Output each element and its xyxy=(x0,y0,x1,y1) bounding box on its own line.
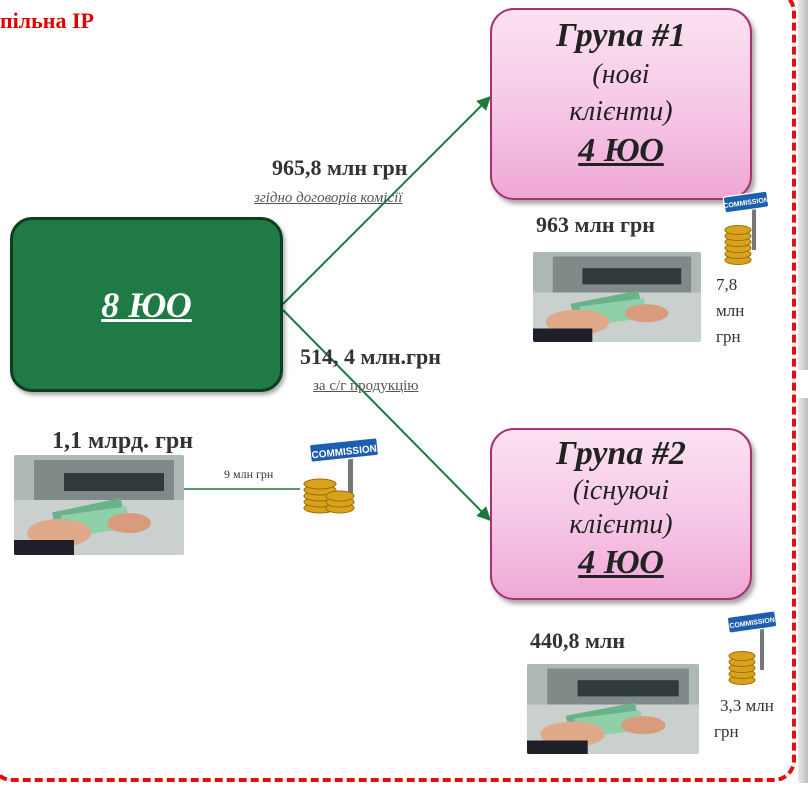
source-commission: 9 млн грн xyxy=(224,467,274,481)
source-label: 8 ЮО xyxy=(101,284,192,325)
arrow-to-group1 xyxy=(282,96,491,305)
source-box: 8 ЮО xyxy=(10,217,283,392)
group2-box: Група #2 (існуючі клієнти) 4 ЮО xyxy=(490,428,752,600)
arrow-to-group2 xyxy=(282,309,491,521)
flow1-note: згідно договорів комісії xyxy=(254,190,403,206)
side-shadow-bottom xyxy=(798,398,808,783)
group1-commission-unit: млн xyxy=(716,301,745,320)
group2-title: Група #2 xyxy=(556,435,686,472)
group2-line1: (існуючі xyxy=(572,475,670,506)
commission-coins-icon: COMMISSION xyxy=(296,436,382,523)
source-cash-amount: 1,1 млрд. грн xyxy=(52,428,194,454)
flow2-amount: 514, 4 млн.грн xyxy=(300,344,441,369)
flow1-amount: 965,8 млн грн xyxy=(272,155,408,180)
commission-coins-icon-group1: COMMISSION xyxy=(718,190,770,273)
atm-cash-photo-group1 xyxy=(533,252,701,342)
group2-cash-amount: 440,8 млн xyxy=(530,628,626,653)
group1-count: 4 ЮО xyxy=(578,132,664,169)
flow2-note: за с/г продукцію xyxy=(313,378,419,394)
group2-commission: 3,3 млн грн xyxy=(714,693,774,745)
group2-count: 4 ЮО xyxy=(578,544,664,581)
atm-cash-photo xyxy=(14,455,184,555)
group1-line2: клієнти) xyxy=(569,96,673,127)
commission-coins-icon-group2: COMMISSION xyxy=(722,610,780,693)
group2-line2: клієнти) xyxy=(569,509,673,540)
diagram-title: пільна ІР xyxy=(0,8,94,33)
side-shadow-top xyxy=(798,0,808,370)
group1-commission-value: 7,8 xyxy=(716,275,738,294)
group1-title: Група #1 xyxy=(556,17,686,54)
group2-commission-currency: грн xyxy=(714,722,739,741)
group2-commission-value: 3,3 млн xyxy=(720,696,774,715)
group1-box: Група #1 (нові клієнти) 4 ЮО xyxy=(490,8,752,200)
group1-line1: (нові xyxy=(592,59,650,90)
group1-cash-amount: 963 млн грн xyxy=(536,212,655,237)
dashed-boundary xyxy=(0,0,796,782)
group1-commission: 7,8 млн грн xyxy=(716,272,744,350)
atm-cash-photo-group2 xyxy=(527,664,699,754)
group1-commission-currency: грн xyxy=(716,327,741,346)
